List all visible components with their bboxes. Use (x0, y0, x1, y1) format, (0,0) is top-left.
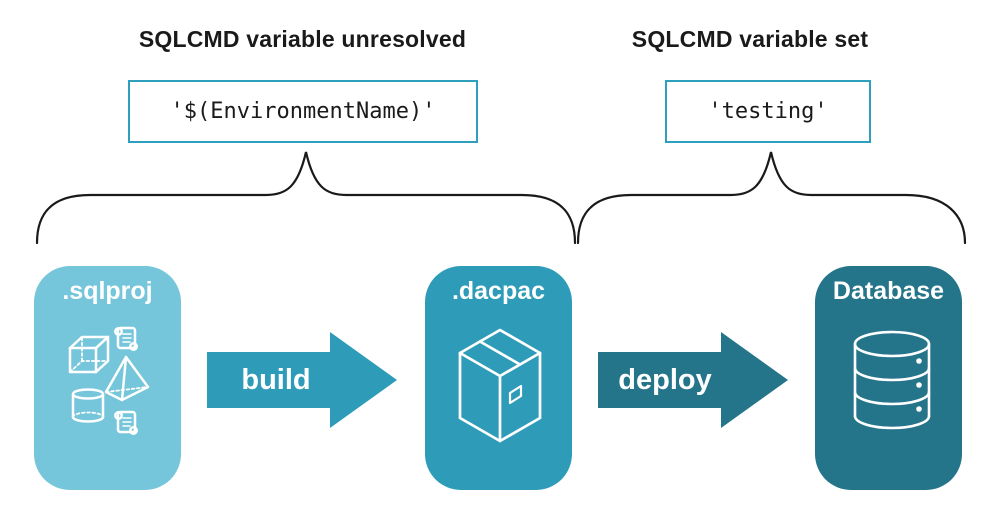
script-scroll-icon (114, 326, 138, 351)
unresolved-variable-box: '$(EnvironmentName)' (128, 80, 478, 143)
node-dacpac: .dacpac (425, 266, 572, 490)
right-curly-brace (576, 151, 967, 245)
script-scroll-icon (114, 410, 138, 435)
sql-objects-icon (68, 326, 150, 435)
deploy-arrow (598, 332, 788, 428)
package-box-icon (458, 328, 542, 443)
pyramid-icon (104, 355, 150, 402)
database-cylinder-icon (853, 330, 931, 430)
node-sqlproj: .sqlproj (34, 266, 181, 490)
unresolved-variable-code: '$(EnvironmentName)' (170, 99, 436, 124)
deploy-arrow-label: deploy (618, 363, 712, 396)
left-curly-brace (35, 151, 577, 245)
node-dacpac-label: .dacpac (451, 277, 546, 305)
left-heading: SQLCMD variable unresolved (138, 26, 467, 52)
build-arrow (207, 332, 397, 428)
resolved-variable-code: 'testing' (708, 99, 828, 124)
build-arrow-label: build (241, 363, 311, 396)
resolved-variable-box: 'testing' (665, 80, 871, 143)
node-sqlproj-label: .sqlproj (62, 277, 153, 305)
right-heading: SQLCMD variable set (631, 26, 869, 52)
node-database-label: Database (832, 277, 945, 305)
node-database: Database (815, 266, 962, 490)
cube-icon (68, 335, 110, 374)
cylinder-icon (71, 388, 105, 423)
